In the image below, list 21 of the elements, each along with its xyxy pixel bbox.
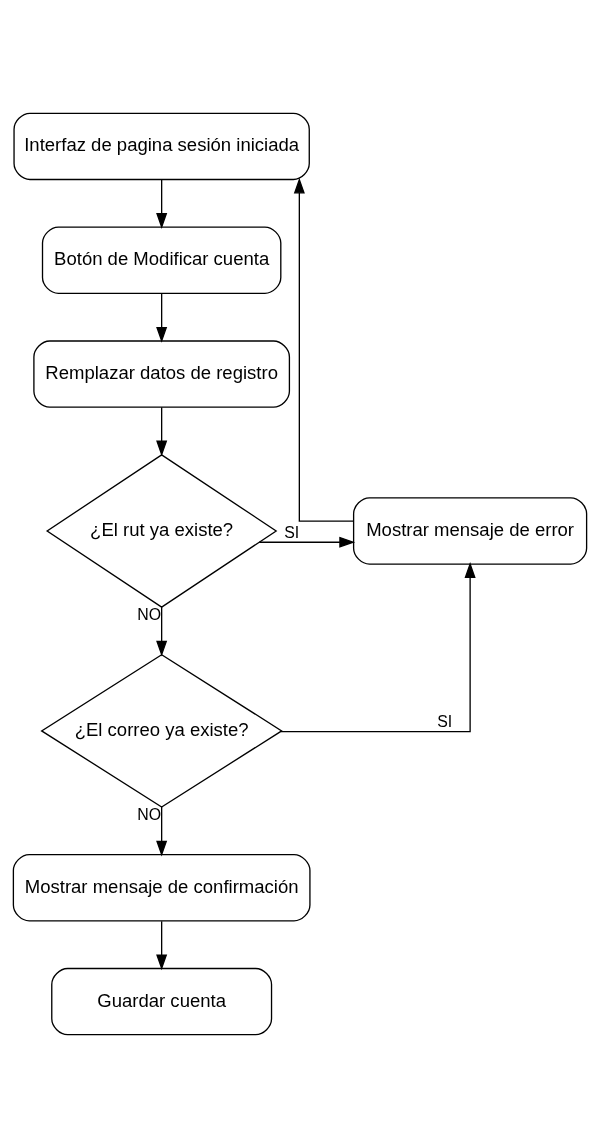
arrow [280, 562, 476, 733]
node-diamond: ¿El correo ya existe? [40, 653, 283, 808]
arrow [156, 179, 168, 229]
node-diamond: ¿El rut ya existe? [45, 454, 278, 608]
arrow [156, 806, 168, 857]
arrow [156, 920, 168, 971]
arrow [258, 536, 356, 548]
node-box: Guardar cuenta [51, 967, 273, 1036]
edge-label: SI [284, 523, 300, 541]
node-box: Mostrar mensaje de confirmación [12, 854, 311, 922]
node-box: Botón de Modificar cuenta [41, 226, 282, 294]
edge-label: NO [137, 605, 161, 623]
arrow [156, 606, 168, 657]
node-box: Remplazar datos de registro [33, 340, 291, 408]
arrow [293, 177, 355, 522]
edge-label: NO [137, 805, 161, 823]
edge-label: SI [437, 713, 453, 731]
node-box: Mostrar mensaje de error [352, 497, 588, 565]
node-box: Interfaz de pagina sesión iniciada [13, 112, 310, 181]
arrow [156, 293, 168, 343]
arrow [156, 406, 168, 457]
